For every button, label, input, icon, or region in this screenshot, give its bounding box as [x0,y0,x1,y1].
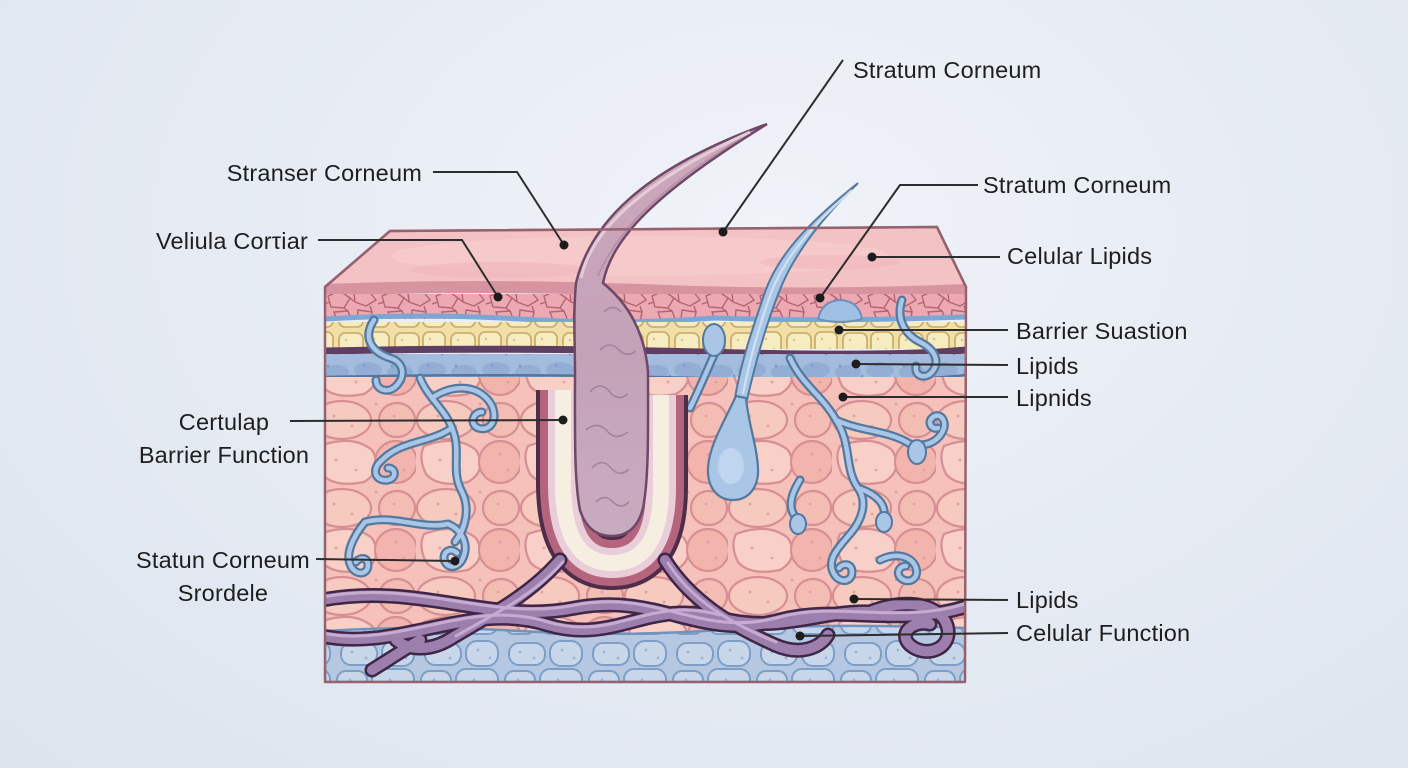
label-stratum-corneum-right: Stratum Corneum [983,172,1172,198]
label-celular-function: Celular Function [1016,620,1191,646]
epidermis-rose-strip [325,281,966,300]
hair-follicle [536,390,688,591]
label-lipnids: Lipnids [1016,385,1092,411]
label-celular-lipids: Celular Lipids [1007,243,1153,269]
label-barrier-suastion: Barrier Suastion [1016,318,1188,344]
label-lipids-lower: Lipids [1016,587,1079,613]
label-stratum-corneum-top: Stratum Corneum [853,57,1042,83]
purple-vessels [325,552,966,678]
hair-root-texture [585,306,637,507]
leader-lines [289,59,1009,637]
skin-block [323,122,968,684]
hair-shaft [573,122,768,538]
leader-dots [450,227,877,641]
label-stranser-corneum: Stranser Corneum [226,160,422,186]
blue-hair-and-gland [706,182,859,502]
label-statun-corneum-srordele: Statun Corneum Srordele [136,547,310,606]
label-lipids-upper: Lipids [1016,353,1079,379]
label-veliula-cortiar: Veliula Corτiar [155,228,308,254]
blue-bump [816,298,864,323]
blue-vessels [344,295,949,586]
yellow-cell-band [325,322,966,349]
label-certulap-barrier-function: Certulap Barrier Function [138,409,310,468]
dark-purple-line [325,345,966,358]
block-outline [323,225,968,684]
